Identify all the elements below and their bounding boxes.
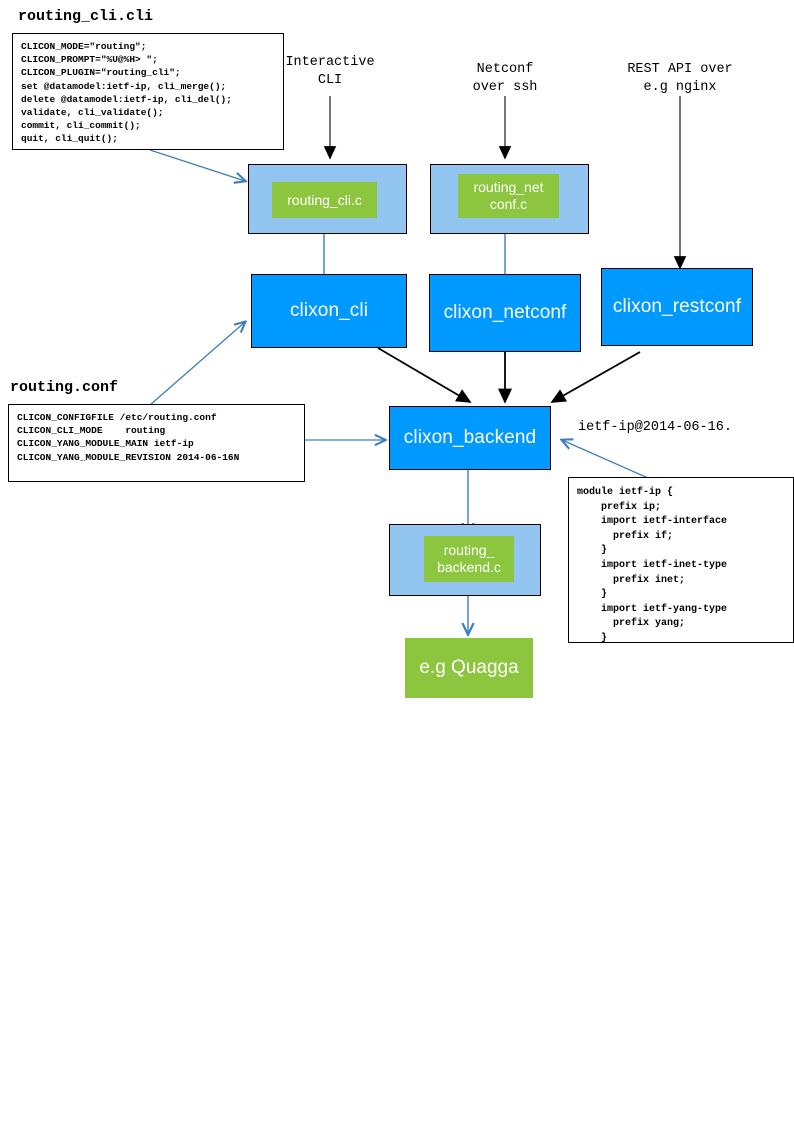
code-block-routing-conf: CLICON_CONFIGFILE /etc/routing.conf CLIC… (8, 404, 305, 482)
code-block-routing-cli: CLICON_MODE="routing"; CLICON_PROMPT="%U… (12, 33, 284, 150)
arrow-routing-cli-file-to-cli-host (149, 149, 245, 181)
plugin-routing-netconf-c: routing_net conf.c (458, 174, 559, 218)
plugin-routing-backend-c: routing_ backend.c (424, 536, 514, 582)
caption-routing-cli-file: routing_cli.cli (18, 8, 154, 25)
arrow-clixon-restconf-to-backend (550, 351, 641, 403)
arrow-routing-conf-to-clixon-cli (149, 322, 245, 406)
arrow-clixon-cli-to-backend (377, 347, 472, 403)
label-interactive-cli: Interactive CLI (285, 55, 375, 88)
arrow-yang-module-to-clixon-backend (562, 440, 649, 479)
process-clixon-cli[interactable]: clixon_cli (251, 274, 407, 348)
external-quagga: e.g Quagga (405, 638, 533, 698)
process-clixon-restconf[interactable]: clixon_restconf (601, 268, 753, 346)
label-rest-api: REST API over e.g nginx (627, 62, 733, 95)
plugin-routing-cli-c: routing_cli.c (272, 182, 377, 218)
process-clixon-backend[interactable]: clixon_backend (389, 406, 551, 470)
caption-yang-module-file: ietf-ip@2014-06-16. (578, 420, 732, 435)
process-clixon-netconf[interactable]: clixon_netconf (429, 274, 581, 352)
caption-routing-conf-file: routing.conf (10, 379, 119, 396)
label-netconf-over-ssh: Netconf over ssh (472, 62, 538, 95)
code-block-yang-module: module ietf-ip { prefix ip; import ietf-… (568, 477, 794, 643)
